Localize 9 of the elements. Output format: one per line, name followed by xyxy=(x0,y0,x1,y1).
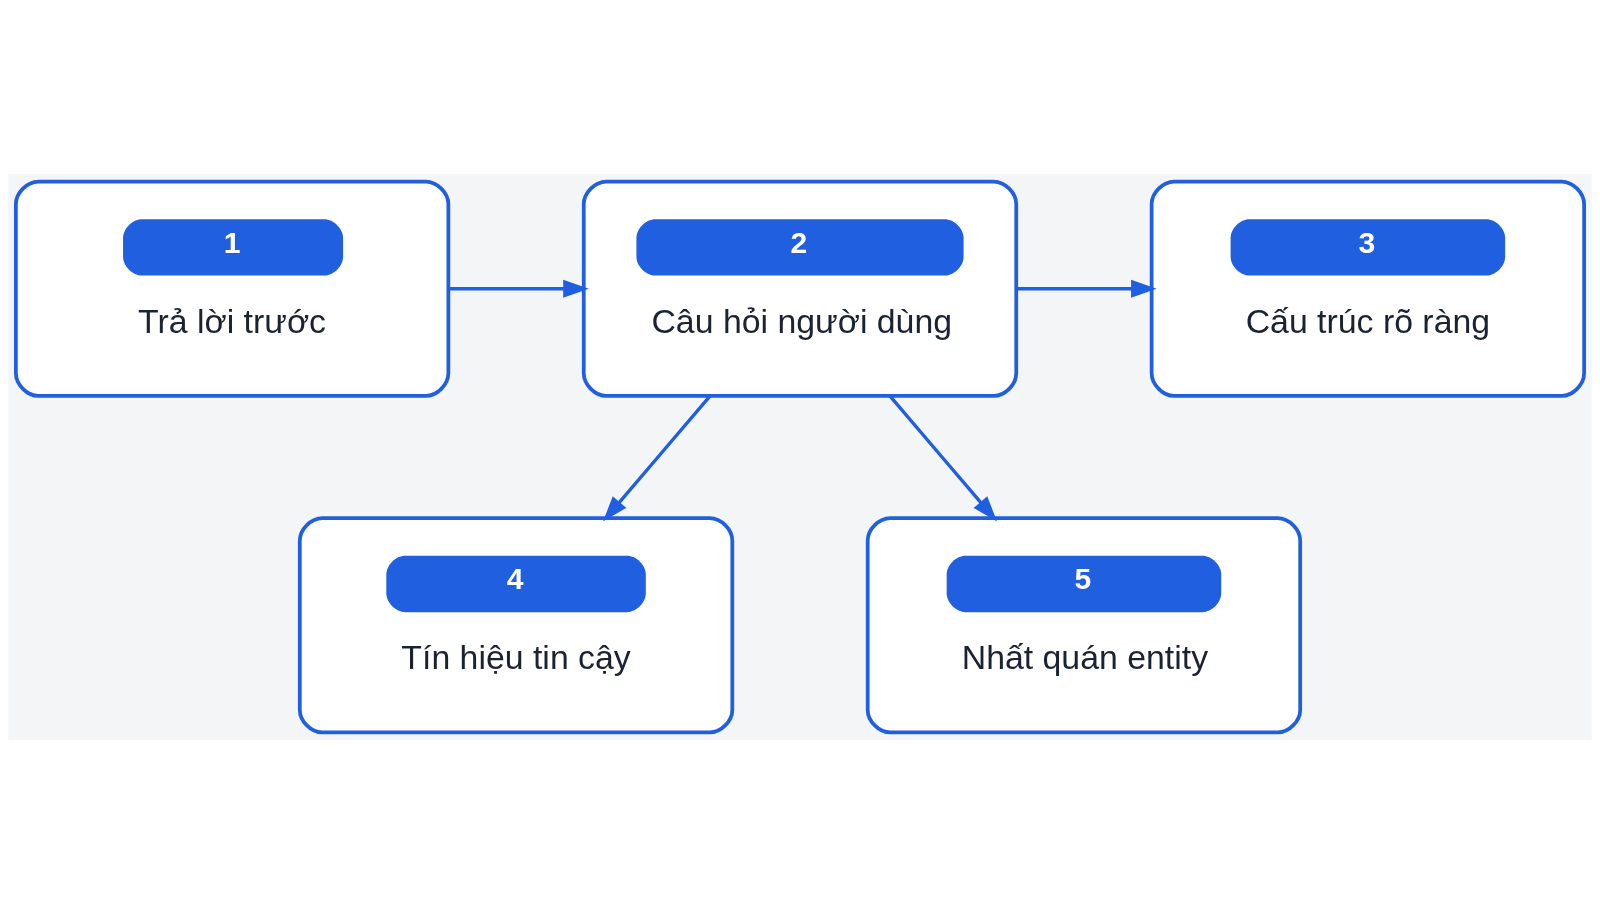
node-box: 1 Trả lời trước xyxy=(14,179,451,398)
arrow xyxy=(602,394,712,522)
node-box: 4 Tín hiệu tin cậy xyxy=(297,516,735,735)
node-box: 2 Câu hỏi người dùng xyxy=(581,179,1019,398)
node-box: 5 Nhất quán entity xyxy=(865,516,1303,735)
arrow xyxy=(888,394,998,522)
arrow xyxy=(448,279,589,298)
arrow xyxy=(1016,279,1157,298)
node-box: 3 Cấu trúc rõ ràng xyxy=(1149,179,1586,398)
